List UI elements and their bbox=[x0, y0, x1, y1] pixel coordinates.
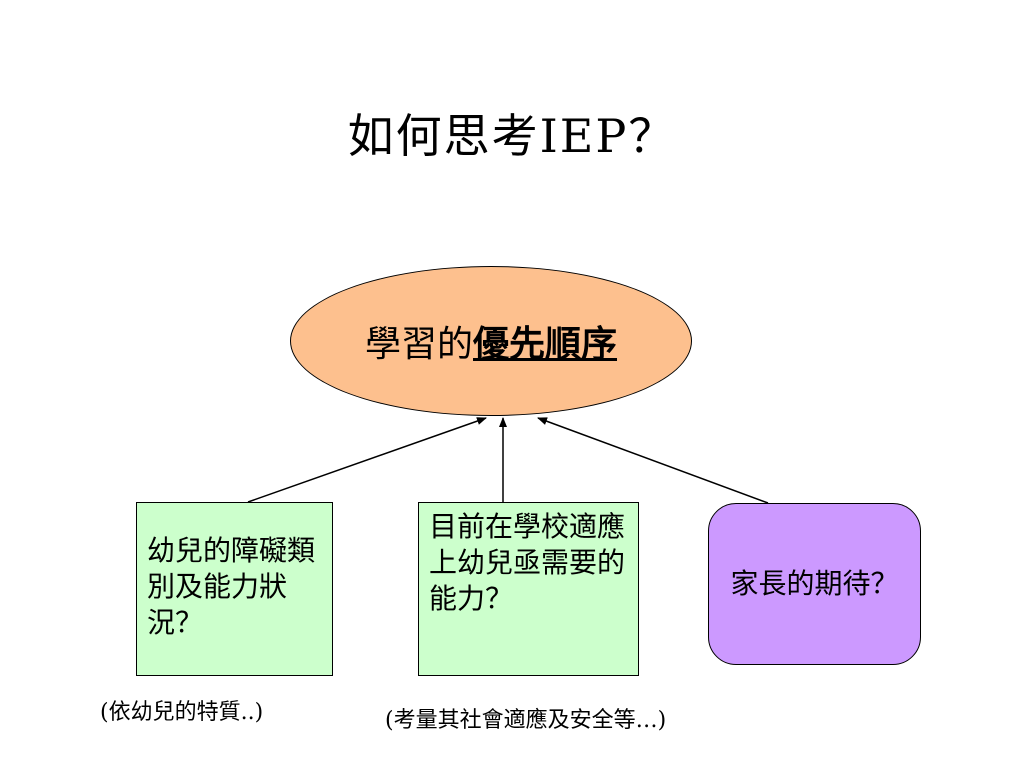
note-social-safety: (考量其社會適應及安全等…) bbox=[385, 708, 667, 733]
node-parent-expectation-label: 家長的期待？ bbox=[730, 567, 899, 600]
node-disability-ability: 幼兒的障礙類別及能力狀況？ bbox=[136, 502, 333, 676]
node-parent-expectation: 家長的期待？ bbox=[708, 503, 921, 665]
arrow-right-to-center bbox=[537, 417, 769, 504]
note-child-traits: (依幼兒的特質..) bbox=[100, 700, 264, 725]
node-school-adaptation: 目前在學校適應上幼兒亟需要的能力？ bbox=[418, 502, 639, 676]
slide-title: 如何思考IEP？ bbox=[347, 109, 677, 163]
center-node-emphasis: 優先順序 bbox=[473, 323, 618, 365]
center-node-learning-priority: 學習的優先順序 bbox=[290, 266, 692, 416]
arrow-left-to-center bbox=[247, 417, 487, 503]
center-node-text: 學習的 bbox=[364, 324, 473, 365]
